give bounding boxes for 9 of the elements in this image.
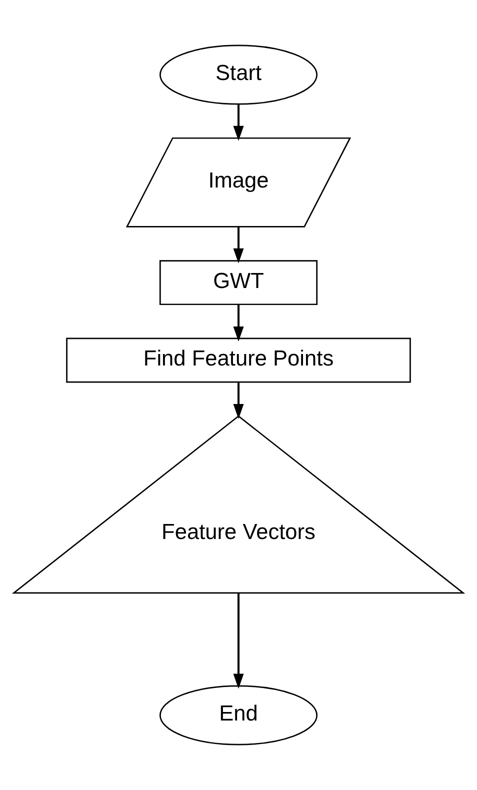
arrow xyxy=(233,593,244,689)
node-ellipse: Start xyxy=(159,44,318,105)
node-ellipse: End xyxy=(159,685,318,746)
node-box: GWT xyxy=(159,260,318,306)
node-box: Find Feature Points xyxy=(66,338,411,383)
arrow xyxy=(233,304,244,342)
arrow xyxy=(233,226,244,264)
arrow xyxy=(233,382,244,420)
arrow xyxy=(233,104,244,141)
